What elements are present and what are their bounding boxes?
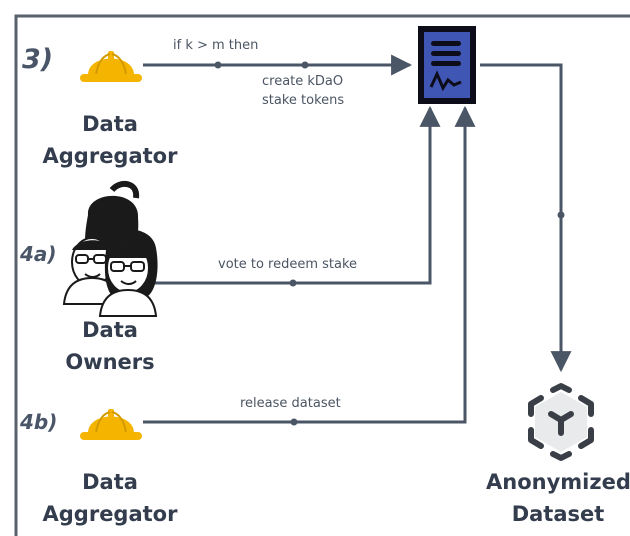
step-label-3: 3) <box>22 44 54 75</box>
actor-label-line: Data <box>82 318 138 342</box>
edge-dot <box>289 279 297 287</box>
step-label-4a: 4a) <box>20 242 57 266</box>
actor-label-aggregator-bottom: Data Aggregator <box>40 466 180 530</box>
hard-hat-icon <box>80 51 142 82</box>
edge-label-vote: vote to redeem stake <box>218 257 358 272</box>
edge-dot <box>214 61 222 69</box>
actor-label-line: Aggregator <box>42 502 178 526</box>
edge-aggregator2-to-contract <box>143 105 476 424</box>
hard-hat-icon <box>80 409 142 440</box>
actor-label-aggregator-top: Data Aggregator <box>40 108 180 172</box>
edge-dot <box>290 418 298 426</box>
people-icon <box>62 180 158 317</box>
edge-label-condition: if k > m then <box>173 38 259 53</box>
edge-label-create-2: stake tokens <box>262 93 345 108</box>
actor-label-line: Anonymized <box>486 470 630 494</box>
actor-label-line: Owners <box>65 350 155 374</box>
actor-label-line: Dataset <box>511 502 605 526</box>
actor-label-line: Data <box>82 112 138 136</box>
document-icon <box>418 26 476 104</box>
actor-label-line: Aggregator <box>42 144 178 168</box>
edge-dot <box>557 211 565 219</box>
actor-label-owners: Data Owners <box>40 314 180 378</box>
actor-label-anonymized: Anonymized Dataset <box>486 466 630 530</box>
edge-label-create: create kDaO <box>262 74 344 89</box>
actor-label-line: Data <box>82 470 138 494</box>
step-label-4b: 4b) <box>20 410 58 434</box>
edge-dot <box>301 61 309 69</box>
edge-contract-to-dataset <box>480 63 572 373</box>
anonymized-cube-icon <box>528 383 594 461</box>
frame-border <box>14 14 630 536</box>
edge-owners-to-contract <box>155 105 441 285</box>
edge-label-release: release dataset <box>240 396 341 411</box>
